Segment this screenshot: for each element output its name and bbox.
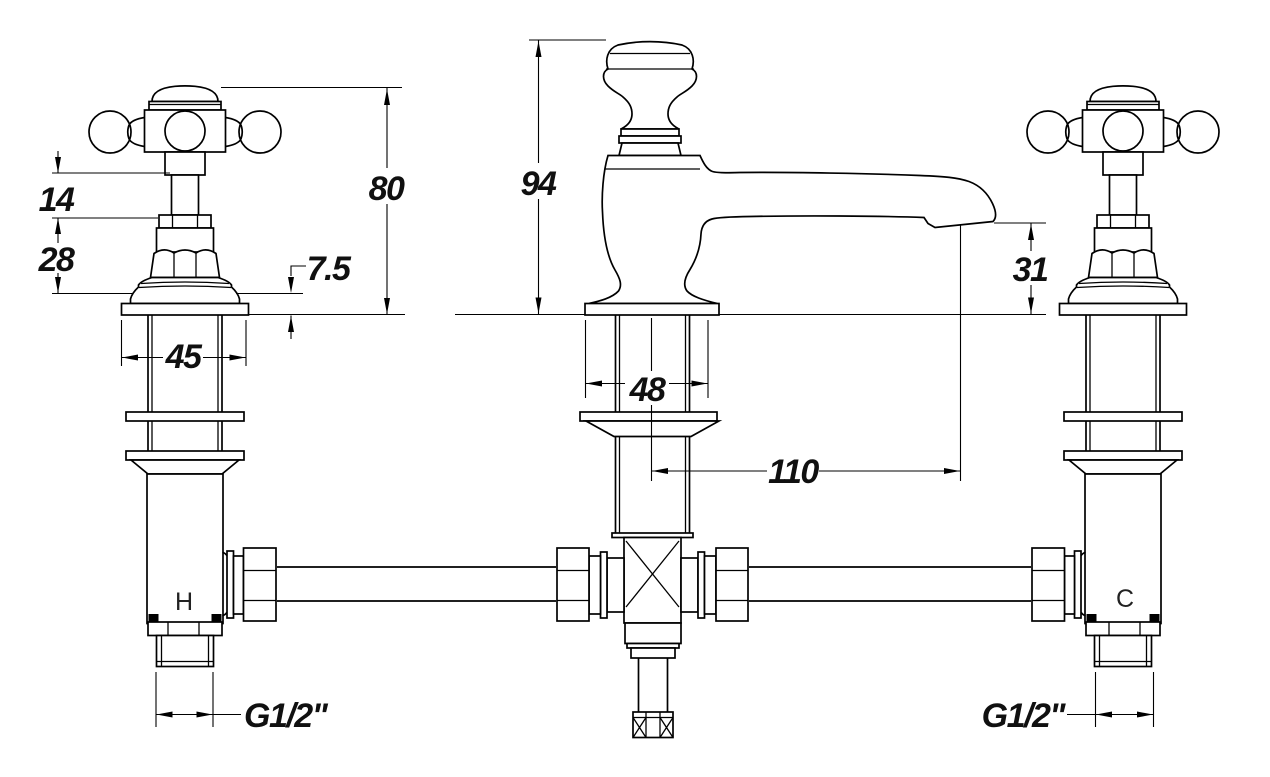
dimension-14 <box>52 151 170 219</box>
center-spout <box>579 40 997 533</box>
dimension-thread-right <box>1067 672 1155 727</box>
dimension-7-5 <box>236 265 306 339</box>
dim-label-14: 14 <box>39 181 75 219</box>
dim-label-thread-right: G1/2" <box>982 697 1067 735</box>
dim-label-7-5: 7.5 <box>307 250 352 288</box>
dim-label-80: 80 <box>369 170 405 208</box>
dim-label-48: 48 <box>629 371 666 409</box>
cold-valve <box>1026 84 1220 668</box>
dim-label-45: 45 <box>165 338 203 376</box>
dimension-text-masks <box>40 163 1052 488</box>
dim-label-110: 110 <box>768 453 819 491</box>
cold-port-label: C <box>1116 585 1134 613</box>
dimension-110 <box>650 224 962 481</box>
spout-knob <box>602 40 698 130</box>
dim-label-thread-left: G1/2" <box>244 697 329 735</box>
dimension-thread-left <box>155 672 241 727</box>
dim-label-28: 28 <box>38 241 75 279</box>
dim-label-31: 31 <box>1013 251 1048 289</box>
spout-body <box>588 154 997 305</box>
dim-label-94: 94 <box>521 165 557 203</box>
hot-port-label: H <box>175 588 193 616</box>
cross-fitting <box>277 532 1031 739</box>
